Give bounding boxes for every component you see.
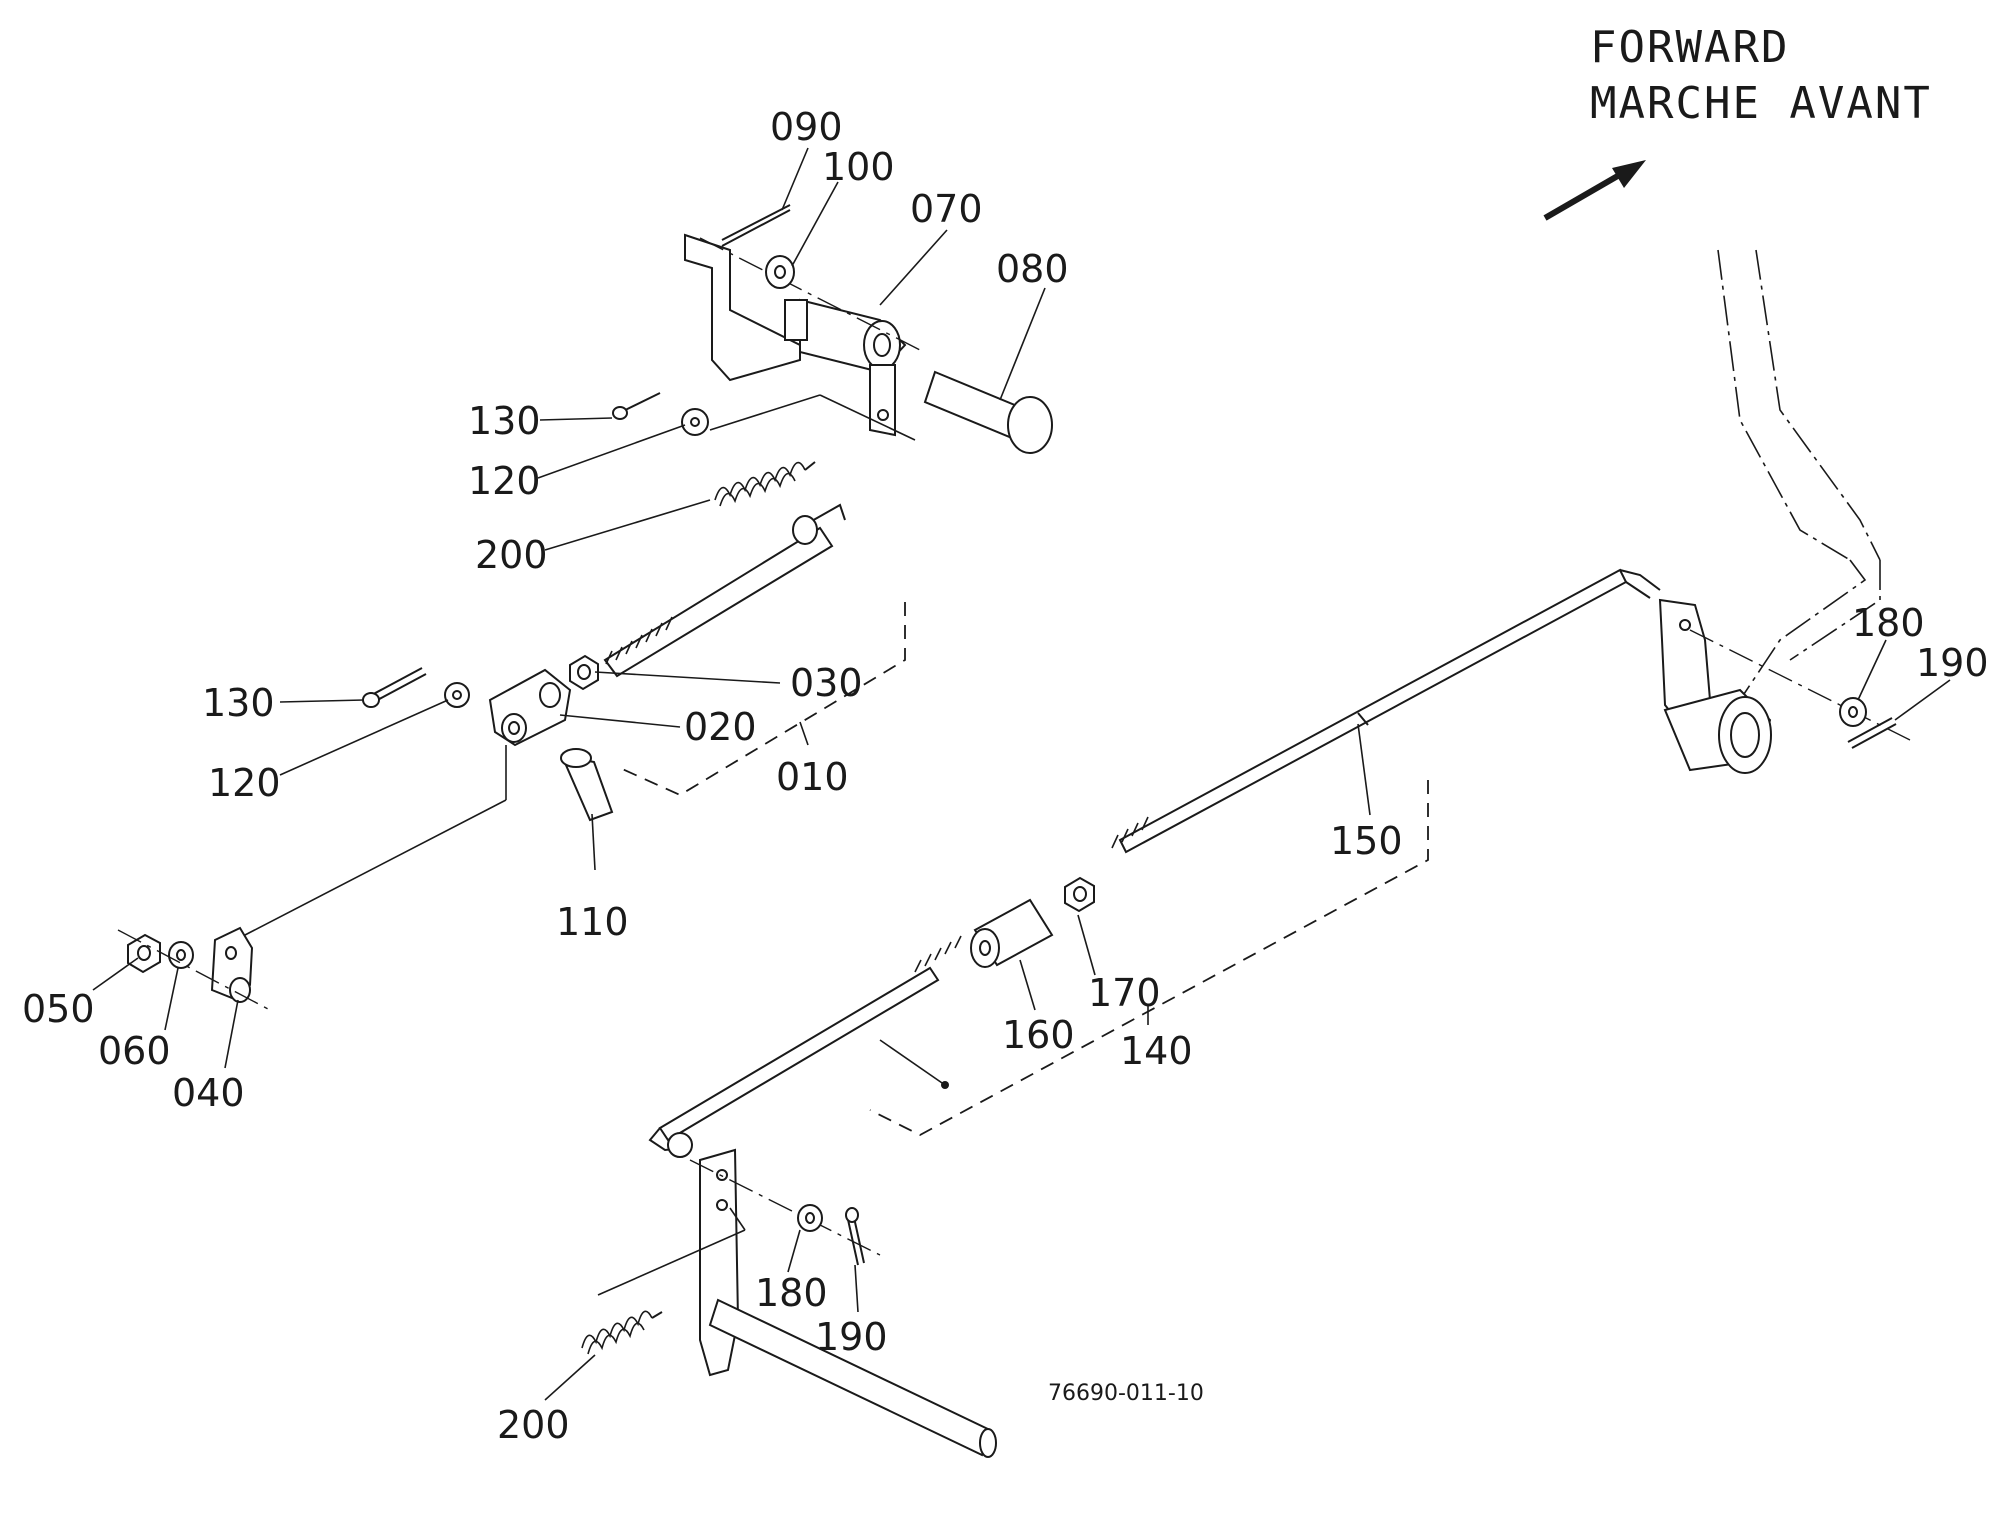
callout-030: 030 [790,661,863,705]
washer-060 [168,941,194,969]
cross-shaft [708,1298,997,1458]
nut-030 [569,654,599,691]
cotter-pin-130-upper [612,392,661,420]
forward-arrow-icon [1543,160,1646,221]
clevis-pin-080 [923,370,1053,454]
callout-130-lower: 130 [202,681,275,725]
callout-labels: 090 100 070 080 130 120 200 030 130 020 … [22,105,1989,1447]
callout-100: 100 [822,145,895,189]
direction-header: FORWARD MARCHE AVANT [1590,22,1932,129]
leader-lines [92,147,1951,1401]
callout-150: 150 [1330,819,1403,863]
cotter-pin-190-right [1847,717,1897,749]
washer-120-lower [444,682,470,708]
rod-150 [1111,568,1661,854]
direction-line1: FORWARD [1590,22,1789,73]
nut-170 [1064,876,1095,913]
callout-190-lower: 190 [815,1315,888,1359]
pin-110 [560,748,614,822]
rod-140 [648,935,962,1158]
callout-160: 160 [1002,1013,1075,1057]
callout-050: 050 [22,987,95,1031]
bracket-040 [210,926,254,1003]
callout-090: 090 [770,105,843,149]
callout-010: 010 [776,755,849,799]
phantom-pedal-outline [1717,249,1881,701]
callout-200-upper: 200 [475,533,548,577]
nut-050 [127,933,161,974]
callout-080: 080 [996,247,1069,291]
drawing-code: 76690-011-10 [1048,1381,1204,1406]
washer-100 [765,255,795,289]
callout-180-right: 180 [1852,601,1925,645]
callout-110: 110 [556,900,629,944]
turnbuckle-160 [970,898,1054,968]
washer-120-upper [681,408,709,436]
clevis-020 [488,668,572,747]
callout-180-lower: 180 [755,1271,828,1315]
cotter-pin-130-lower [362,667,427,708]
washer-180-lower [797,1204,823,1232]
callout-060: 060 [98,1029,171,1073]
callout-140: 140 [1120,1029,1193,1073]
callout-120-upper: 120 [468,459,541,503]
direction-line2: MARCHE AVANT [1590,78,1932,129]
washer-180-right [1839,697,1867,727]
brake-pedal-arm [1658,598,1772,774]
callout-130-upper: 130 [468,399,541,443]
lower-pedal-arm [597,1148,746,1377]
cotter-pin-090 [721,204,791,247]
callout-170: 170 [1088,971,1161,1015]
spring-200-upper [714,461,816,507]
callout-070: 070 [910,187,983,231]
pedal-arm-070 [684,233,921,437]
rod-010 [603,503,846,678]
cotter-pin-190-lower [845,1207,865,1266]
spring-200-lower [581,1310,663,1355]
callout-190-right: 190 [1916,641,1989,685]
callout-020: 020 [684,705,757,749]
callout-040: 040 [172,1071,245,1115]
callout-120-lower: 120 [208,761,281,805]
callout-200-lower: 200 [497,1403,570,1447]
